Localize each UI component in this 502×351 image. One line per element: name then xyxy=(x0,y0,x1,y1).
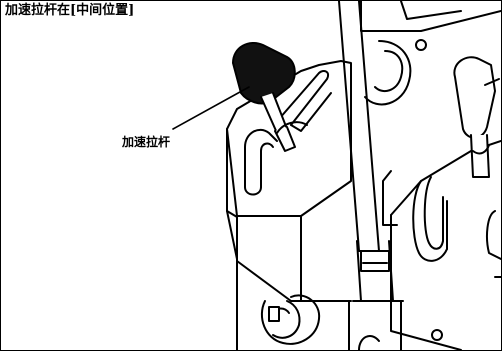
right-lever xyxy=(453,56,500,178)
bottom-hole xyxy=(358,335,380,350)
center-rod xyxy=(338,1,404,350)
callout-leader-line xyxy=(172,86,250,130)
right-cylinder xyxy=(486,210,501,278)
figure-caption: 加速拉杆在[中间位置] xyxy=(3,3,137,19)
throttle-lever xyxy=(232,42,308,152)
left-guide-slot xyxy=(244,70,332,196)
right-housing xyxy=(382,140,501,350)
bottom-bolt xyxy=(260,294,321,345)
throttle-lever-label: 加速拉杆 xyxy=(122,134,171,150)
